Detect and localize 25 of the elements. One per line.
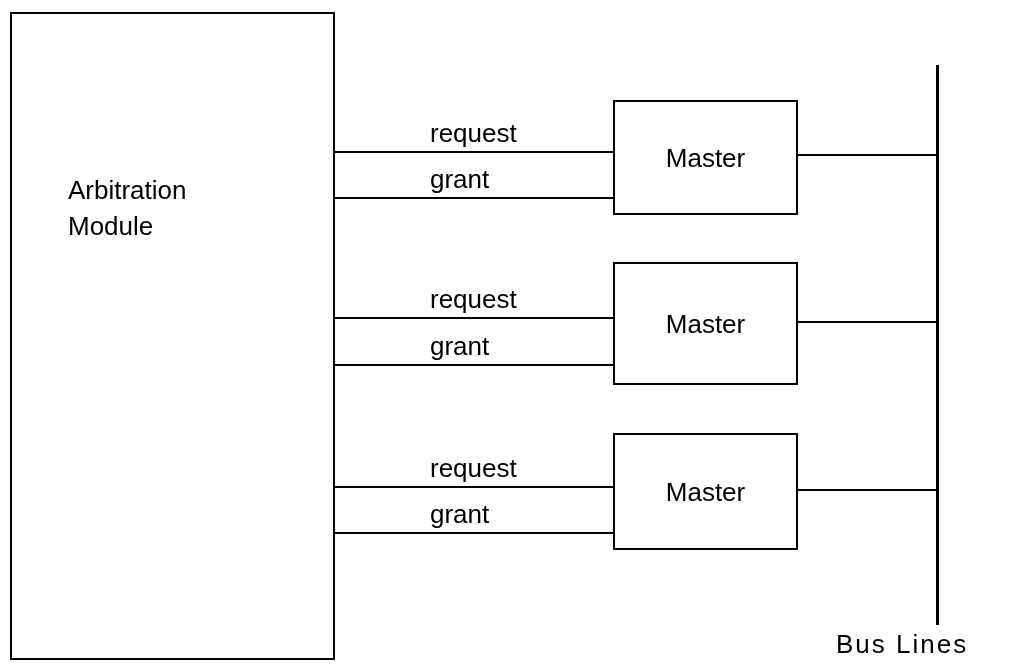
connector-line xyxy=(797,489,937,491)
module-box xyxy=(10,12,335,660)
connector-line xyxy=(334,197,614,199)
node-label: Arbitration Module xyxy=(68,174,188,243)
node-label: Master xyxy=(665,141,746,175)
connector-line xyxy=(797,321,937,323)
master-box xyxy=(613,262,798,385)
edge-label: grant xyxy=(430,166,490,192)
connector-line xyxy=(334,364,614,366)
master-box xyxy=(613,100,798,215)
connector-line xyxy=(334,486,614,488)
bus-label: Bus Lines xyxy=(836,631,969,657)
bus-line xyxy=(936,65,939,625)
edge-label: grant xyxy=(430,501,490,527)
connector-line xyxy=(334,317,614,319)
edge-label: grant xyxy=(430,333,490,359)
edge-label: request xyxy=(430,455,517,481)
connector-line xyxy=(334,151,614,153)
edge-label: request xyxy=(430,286,517,312)
master-box xyxy=(613,433,798,550)
node-label: Master xyxy=(665,475,746,509)
node-label: Master xyxy=(665,307,746,341)
connector-line xyxy=(334,532,614,534)
connector-line xyxy=(797,154,937,156)
edge-label: request xyxy=(430,120,517,146)
